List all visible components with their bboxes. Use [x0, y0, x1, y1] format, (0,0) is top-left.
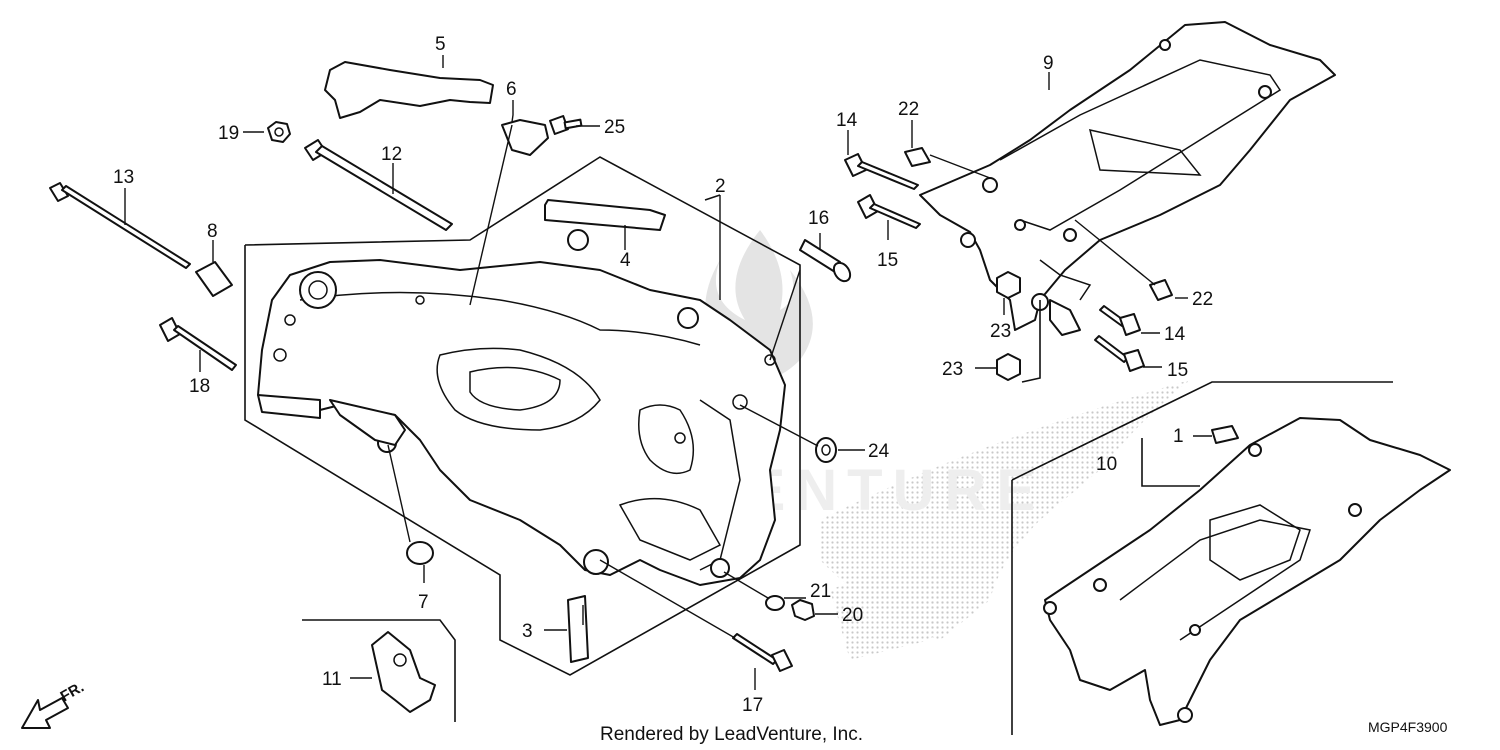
collar-part-8 [195, 261, 233, 297]
callout-23b: 23 [942, 359, 963, 380]
callout-16: 16 [808, 208, 829, 229]
callout-12: 12 [381, 144, 402, 165]
diagram-code: MGP4F3900 [1368, 719, 1448, 735]
bracket-part-11 [371, 631, 436, 713]
nut-part-24 [815, 437, 837, 463]
subframe-bracket [1021, 300, 1041, 383]
bolt-part-18 [159, 317, 237, 371]
callout-11: 11 [322, 669, 342, 690]
callout-8: 8 [207, 221, 218, 242]
callout-10-bracket [1141, 438, 1200, 487]
leader-lines [124, 55, 1212, 690]
callout-13: 13 [113, 167, 134, 188]
block-part-3 [567, 595, 589, 663]
nut-part-20 [791, 599, 815, 621]
main-frame-bracket [244, 156, 801, 676]
honda-wing-watermark [820, 380, 1190, 660]
callout-4: 4 [620, 250, 631, 271]
nut-part-23b [996, 353, 1021, 381]
callout-22b: 22 [1192, 289, 1213, 310]
bolt-part-15b [1094, 335, 1145, 372]
long-bolt-part-12 [304, 139, 453, 231]
nut-part-23a [996, 271, 1021, 299]
bracket-11-frame [302, 619, 456, 722]
callout-6: 6 [506, 79, 517, 100]
assembly-bracket-top [1011, 381, 1393, 481]
nut-part-19 [267, 121, 291, 143]
bolt-part-25 [549, 115, 583, 135]
subframe-part-9 [919, 21, 1336, 336]
callout-21: 21 [810, 581, 831, 602]
cap-part-22a [904, 147, 931, 167]
callout-5: 5 [435, 34, 446, 55]
collar-part-7 [406, 541, 434, 565]
callout-1: 1 [1173, 426, 1184, 447]
callout-18: 18 [189, 376, 210, 397]
main-frame-part [257, 229, 786, 586]
bushing-part-16 [799, 239, 852, 283]
callout-9: 9 [1043, 53, 1054, 74]
footer-credit: Rendered by LeadVenture, Inc. [600, 724, 863, 745]
callout-10: 10 [1096, 454, 1117, 475]
bolt-part-15a [857, 194, 921, 229]
rubber-part-1 [1211, 425, 1239, 444]
callout-2: 2 [715, 176, 726, 197]
callout-17: 17 [742, 695, 763, 716]
bolt-part-17 [732, 633, 793, 672]
callout-23a: 23 [990, 321, 1011, 342]
bolt-part-14a [844, 153, 919, 190]
callout-14b: 14 [1164, 324, 1186, 345]
callout-7: 7 [418, 592, 429, 613]
callout-14a: 14 [836, 110, 858, 131]
cover-part-5 [324, 61, 494, 119]
subframe-assembly-part-10 [1043, 417, 1451, 726]
callout-3: 3 [522, 621, 533, 642]
callout-15b: 15 [1167, 360, 1188, 381]
bolt-part-14b [1099, 305, 1141, 336]
pad-part-4 [544, 199, 666, 231]
callout-24: 24 [868, 441, 890, 462]
callout-22a: 22 [898, 99, 919, 120]
cap-part-22b [1149, 279, 1173, 301]
callout-19: 19 [218, 123, 239, 144]
callout-15a: 15 [877, 250, 898, 271]
washer-part-21 [765, 595, 785, 611]
long-bolt-part-13 [49, 182, 191, 269]
bracket-part-6 [501, 119, 549, 156]
callout-20: 20 [842, 605, 863, 626]
callout-labels: 1 2 3 4 5 6 7 8 9 10 11 12 13 14 14 15 1… [113, 34, 1213, 716]
callout-25: 25 [604, 117, 625, 138]
front-direction-arrow: FR. [21, 679, 87, 729]
